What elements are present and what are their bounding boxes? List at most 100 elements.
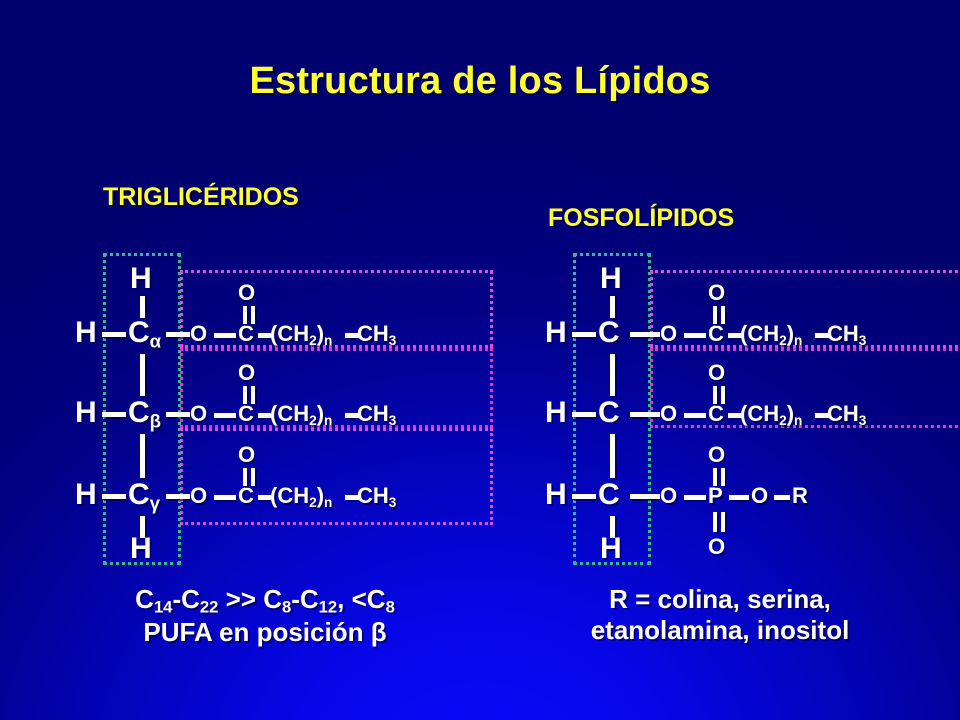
triglyceride-caption-line1: C14-C22 >> C8-C12, <C8 — [135, 584, 395, 617]
alpha-carbon-subscript: α — [149, 330, 162, 352]
bond-vertical-bottom — [140, 516, 145, 538]
carbon3: C — [598, 478, 620, 511]
chain3-double-bond-b — [251, 468, 255, 486]
chain1-terminal-methyl: CH3 — [357, 321, 397, 348]
chain3-bond-o-c — [214, 495, 236, 500]
phosphate-bond-o-p — [684, 495, 706, 500]
phosphate-bridge-oxygen: O — [751, 483, 769, 508]
right-chain2-bond-o-c — [684, 413, 706, 418]
chain1-methylene-label: (CH2)n — [270, 321, 333, 348]
bond-h-carbon1-left — [572, 332, 596, 337]
chain3-carbonyl-oxygen: O — [238, 442, 256, 467]
bond-vertical-top-right — [610, 296, 615, 318]
section-heading-phospholipids: FOSFOLÍPIDOS — [548, 204, 735, 232]
right-chain1-terminal-label: CH3 — [827, 321, 867, 348]
chain3-bond-c-ch2 — [258, 495, 272, 500]
beta-left-hydrogen: H — [75, 396, 97, 429]
beta-carbon-subscript: β — [149, 410, 162, 432]
chain2-ester-oxygen: O — [190, 401, 208, 426]
acyl-chain-box-right-2 — [650, 348, 960, 428]
bond-carbon3-to-phosphate — [630, 494, 660, 499]
chain1-bond-c-ch2 — [258, 333, 272, 338]
phospholipid-caption: R = colina, serina, etanolamina, inosito… — [500, 584, 940, 645]
right-chain2-methylene-group: (CH2)n — [740, 401, 803, 428]
bond-carbon1-carbon2 — [610, 354, 615, 396]
phosphate-ester-oxygen: O — [660, 483, 678, 508]
chain1-bond-o-c — [214, 333, 236, 338]
chain1-terminal-label: CH3 — [357, 321, 397, 348]
right-chain2-bond-ch2-ch3 — [815, 413, 829, 418]
chain2-bond-ch2-ch3 — [345, 413, 359, 418]
carbon2: C — [598, 396, 620, 429]
phosphate-bond-p-o — [729, 495, 749, 500]
phosphate-top-oxygen: O — [708, 442, 726, 467]
bond-vertical-top — [140, 296, 145, 318]
chain3-carbonyl-carbon: C — [238, 483, 254, 508]
glycerol-bottom-hydrogen-right: H — [600, 532, 622, 565]
right-chain1-bond-ch2-ch3 — [815, 333, 829, 338]
phospholipid-caption-line2: etanolamina, inositol — [590, 614, 850, 645]
bond-beta-gamma — [140, 434, 145, 478]
chain1-carbonyl-carbon: C — [238, 321, 254, 346]
bond-h-carbon2-left — [572, 412, 596, 417]
chain2-carbonyl-oxygen: O — [238, 360, 256, 385]
bond-alpha-beta — [140, 354, 145, 396]
gamma-carbon-subscript: γ — [149, 492, 161, 514]
chain2-terminal-label: CH3 — [357, 401, 397, 428]
chain2-methylene-label: (CH2)n — [270, 401, 333, 428]
right-chain1-ester-oxygen: O — [660, 321, 678, 346]
right-chain1-carbonyl-carbon: C — [708, 321, 724, 346]
chain1-double-bond-b — [251, 306, 255, 324]
chain1-methylene-group: (CH2)n — [270, 321, 333, 348]
right-chain1-carbonyl-oxygen: O — [708, 280, 726, 305]
gamma-carbon: Cγ — [128, 480, 160, 513]
chain2-terminal-methyl: CH3 — [357, 401, 397, 428]
chain1-ester-oxygen: O — [190, 321, 208, 346]
page-title: Estructura de los Lípidos — [249, 60, 711, 102]
bond-alpha-to-ester — [166, 332, 190, 337]
phosphate-top-double-b — [721, 468, 725, 486]
right-chain2-bond-c-ch2 — [728, 413, 742, 418]
phospholipid-caption-line1: R = colina, serina, — [609, 584, 831, 614]
chain2-methylene-group: (CH2)n — [270, 401, 333, 428]
right-chain1-bond-o-c — [684, 333, 706, 338]
r-group-label: R — [792, 483, 808, 508]
right-chain1-methylene-label: (CH2)n — [740, 321, 803, 348]
chain3-methylene-label: (CH2)n — [270, 483, 333, 510]
acyl-chain-box-1 — [180, 270, 493, 348]
glycerol-backbone-box — [103, 253, 181, 565]
acyl-chain-box-right-1 — [650, 270, 960, 348]
acyl-chain-box-3 — [180, 428, 493, 525]
chain2-double-bond-b — [251, 386, 255, 404]
right-chain2-carbonyl-carbon: C — [708, 401, 724, 426]
right-chain2-ester-oxygen: O — [660, 401, 678, 426]
right-chain1-terminal-methyl: CH3 — [827, 321, 867, 348]
bond-vertical-bottom-right — [610, 516, 615, 538]
gamma-left-hydrogen: H — [75, 478, 97, 511]
gamma-carbon-label: C — [128, 478, 150, 511]
chain3-terminal-methyl: CH3 — [357, 483, 397, 510]
right-chain2-double-bond-a — [713, 386, 717, 404]
chain2-double-bond-a — [243, 386, 247, 404]
bond-carbon2-to-ester — [630, 412, 660, 417]
bond-h-beta-left — [102, 412, 126, 417]
carbon2-left-hydrogen: H — [545, 396, 567, 429]
triglyceride-caption-line2: PUFA en posición β — [143, 616, 387, 647]
chain2-bond-c-ch2 — [258, 413, 272, 418]
bond-carbon1-to-ester — [630, 332, 660, 337]
phosphate-top-double-a — [713, 468, 717, 486]
alpha-carbon-label: C — [128, 316, 150, 349]
beta-carbon: Cβ — [128, 398, 161, 431]
bond-h-gamma-left — [102, 494, 126, 499]
chain3-terminal-label: CH3 — [357, 483, 397, 510]
chain2-bond-o-c — [214, 413, 236, 418]
glycerol-bottom-hydrogen: H — [130, 532, 152, 565]
beta-carbon-label: C — [128, 396, 150, 429]
right-chain2-methylene-label: (CH2)n — [740, 401, 803, 428]
glycerol-top-hydrogen-right: H — [600, 262, 622, 295]
chain1-double-bond-a — [243, 306, 247, 324]
acyl-chain-box-2 — [180, 348, 493, 428]
glycerol-backbone-box-right — [573, 253, 651, 565]
phosphate-bond-o-r — [774, 495, 790, 500]
bond-carbon2-carbon3 — [610, 434, 615, 478]
